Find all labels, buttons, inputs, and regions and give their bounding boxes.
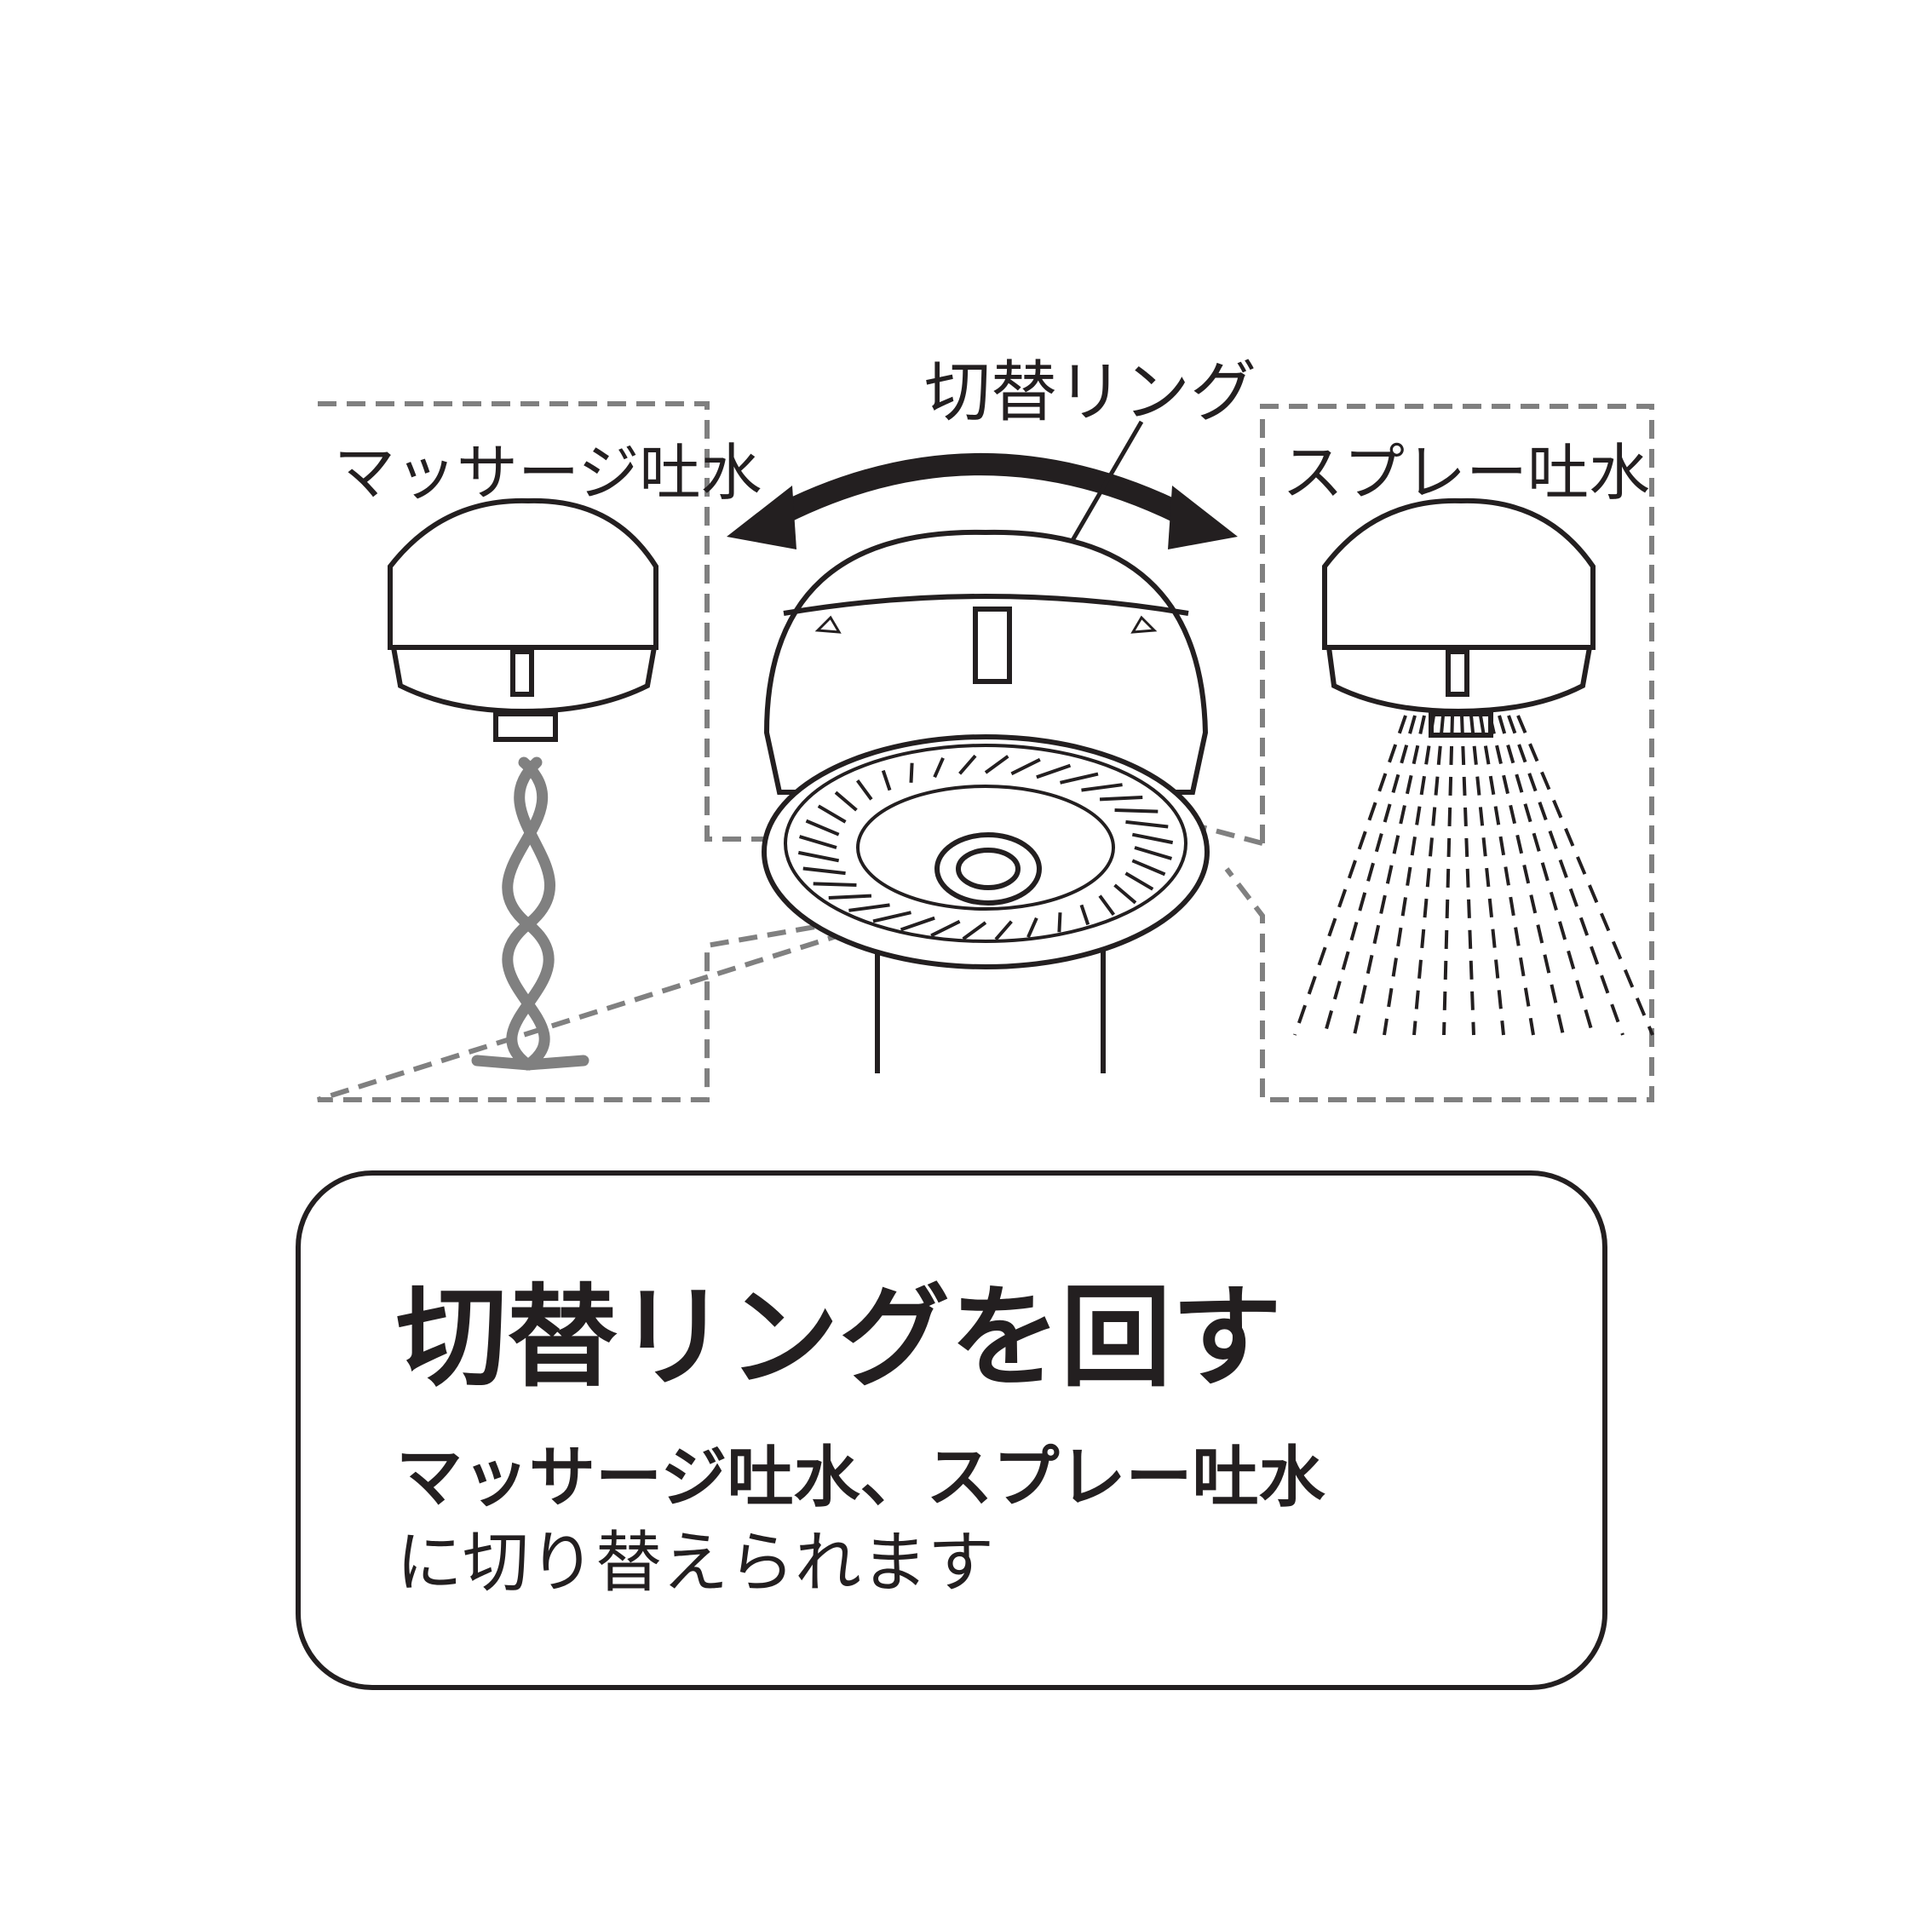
switch-ring-label: 切替リング	[924, 354, 1257, 431]
nozzle-mark	[1125, 819, 1169, 829]
massage-mode-label: マッサージ吐水	[334, 437, 762, 509]
spray-line	[1353, 715, 1426, 1036]
spray-line	[1507, 715, 1624, 1036]
instruction-line-2: に切り替えられます	[396, 1525, 995, 1601]
spray-showerhead	[1322, 497, 1596, 738]
spray-line	[1323, 715, 1417, 1036]
nozzle-mark	[1057, 912, 1062, 933]
spray-line	[1479, 715, 1535, 1036]
spray-line	[1469, 715, 1505, 1036]
spray-line	[1412, 715, 1445, 1036]
instruction-box	[296, 1170, 1607, 1690]
spray-line	[1442, 715, 1454, 1036]
nozzle-mark	[1113, 883, 1137, 905]
nozzle-mark	[1081, 783, 1123, 792]
massage-water-stream-icon	[471, 756, 589, 1071]
spray-mode-label: スプレー吐水	[1282, 437, 1651, 509]
rotate-arrow-icon	[727, 453, 1238, 549]
nozzle-mark	[958, 754, 977, 775]
nozzle-mark	[1131, 832, 1174, 845]
spray-water-icon	[1293, 715, 1654, 1036]
nozzle-mark	[1036, 763, 1072, 779]
instruction-title: 切替リングを回す	[396, 1273, 1283, 1402]
nozzle-pattern	[797, 754, 1174, 941]
nozzle-mark	[828, 894, 872, 900]
nozzle-mark	[1131, 859, 1166, 877]
massage-showerhead	[388, 497, 658, 742]
nozzle-mark	[1026, 917, 1038, 938]
spray-dashed-box	[1166, 404, 1654, 1102]
nozzle-mark	[1134, 846, 1172, 860]
nozzle-mark	[1124, 871, 1154, 891]
nozzle-mark	[797, 850, 840, 863]
nozzle-mark	[1114, 808, 1159, 814]
nozzle-mark	[1010, 757, 1041, 776]
nozzle-mark	[1099, 795, 1143, 802]
nozzle-mark	[984, 755, 1009, 774]
nozzle-mark	[855, 779, 873, 801]
spray-line	[1293, 715, 1407, 1036]
nozzle-mark	[962, 921, 987, 940]
nozzle-mark	[872, 911, 911, 923]
nozzle-mark	[817, 804, 847, 824]
nozzle-mark	[933, 757, 945, 779]
spray-line	[1516, 715, 1654, 1036]
nozzle-mark	[848, 903, 890, 912]
spray-line	[1488, 715, 1565, 1036]
nozzle-mark	[881, 769, 892, 791]
nozzle-mark	[834, 791, 858, 812]
nozzle-mark	[994, 920, 1013, 941]
nozzle-mark	[1079, 904, 1090, 926]
center-showerhead	[762, 529, 1210, 1073]
nozzle-mark	[805, 819, 840, 837]
nozzle-mark	[909, 762, 914, 783]
nozzle-mark	[930, 919, 961, 938]
spray-line	[1498, 715, 1595, 1036]
nozzle-mark	[813, 882, 857, 887]
nozzle-mark	[900, 916, 935, 932]
spray-line	[1383, 715, 1435, 1036]
nozzle-mark	[802, 866, 846, 876]
nozzle-mark	[799, 835, 837, 849]
spray-line	[1460, 715, 1475, 1036]
instruction-line-1: マッサージ吐水、スプレー吐水	[396, 1440, 1325, 1516]
nozzle-mark	[1098, 894, 1116, 917]
nozzle-mark	[1060, 772, 1099, 785]
